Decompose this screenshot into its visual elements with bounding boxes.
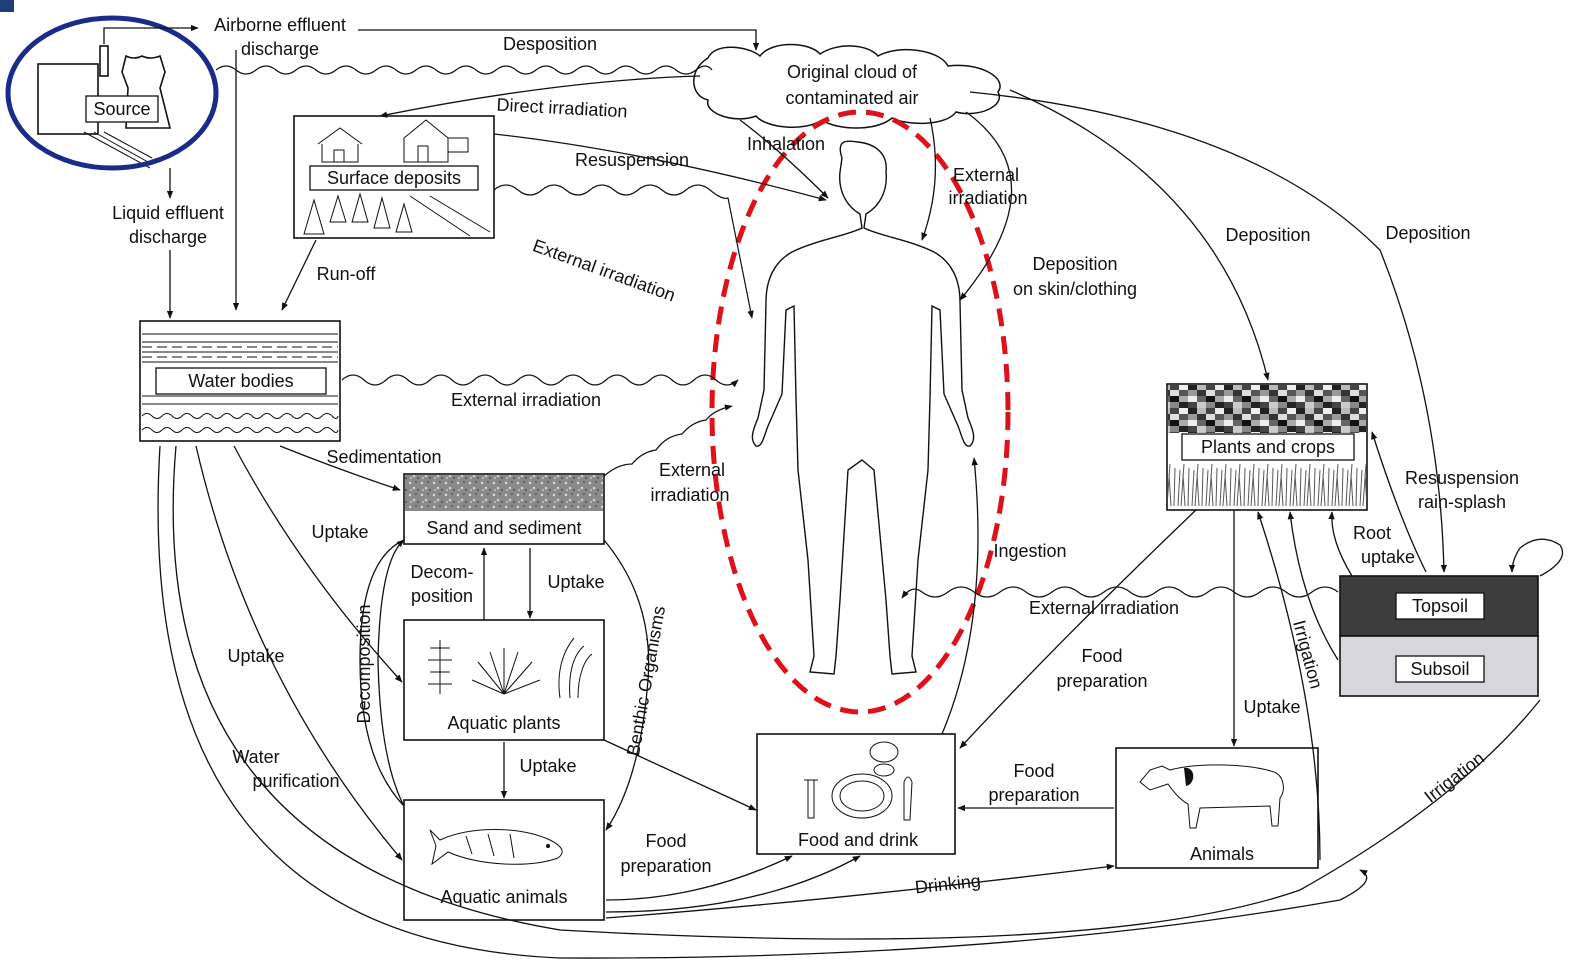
stack-shape — [100, 46, 108, 76]
label-liquid-1: Liquid effluent — [112, 203, 224, 223]
label-resusp-rain-1: Resuspension — [1405, 468, 1519, 488]
label-benthic: Benthic Organisms — [623, 604, 669, 757]
label-desposition: Desposition — [503, 34, 597, 54]
label-ext-irr-cloud-2: irradiation — [948, 188, 1027, 208]
label-uptake-water-left: Uptake — [227, 646, 284, 666]
label-irrigation-bottom: Irrigation — [1421, 748, 1488, 807]
corner-mark — [0, 0, 14, 12]
water-bodies-node: Water bodies — [140, 321, 340, 441]
plants-crops-node: Plants and crops — [1167, 384, 1367, 510]
source-label: Source — [93, 99, 150, 119]
label-deposition-skin-2: on skin/clothing — [1013, 279, 1137, 299]
label-airborne-2: discharge — [241, 39, 319, 59]
label-food-prep-crops-2: preparation — [1056, 671, 1147, 691]
label-food-prep-aq-2: preparation — [620, 856, 711, 876]
label-liquid-2: discharge — [129, 227, 207, 247]
water-bodies-label: Water bodies — [188, 371, 293, 391]
surface-deposits-node: Surface deposits — [294, 116, 494, 238]
label-decom-2: position — [411, 586, 473, 606]
sand-sediment-label: Sand and sediment — [426, 518, 581, 538]
label-decomposition-vertical: Decomposition — [354, 604, 374, 723]
soil-node: Topsoil Subsoil — [1340, 576, 1538, 696]
label-food-prep-crops-1: Food — [1081, 646, 1122, 666]
label-ingestion: Ingestion — [993, 541, 1066, 561]
cloud-label-2: contaminated air — [785, 88, 918, 108]
animals-node: Animals — [1116, 748, 1318, 868]
label-root-uptake-2: uptake — [1361, 547, 1415, 567]
label-external-irradiation-surface: External irradiation — [530, 235, 678, 305]
source-node: Source — [38, 46, 170, 168]
label-ext-irr-sed-1: External — [659, 460, 725, 480]
label-run-off: Run-off — [317, 264, 377, 284]
food-drink-node: Food and drink — [757, 734, 955, 854]
label-ext-irr-cloud-1: External — [953, 165, 1019, 185]
label-deposition-soil: Deposition — [1385, 223, 1470, 243]
aquatic-plants-node: Aquatic plants — [404, 620, 604, 740]
aquatic-animals-label: Aquatic animals — [440, 887, 567, 907]
label-ext-irr-sed-2: irradiation — [650, 485, 729, 505]
surface-deposits-label: Surface deposits — [327, 168, 461, 188]
label-root-uptake-1: Root — [1353, 523, 1391, 543]
label-uptake-aq: Uptake — [519, 756, 576, 776]
sand-sediment-node: Sand and sediment — [404, 474, 604, 544]
label-external-irradiation-soil: External irradiation — [1029, 598, 1179, 618]
label-food-prep-animals-1: Food — [1013, 761, 1054, 781]
plants-crops-label: Plants and crops — [1201, 437, 1335, 457]
label-sedimentation: Sedimentation — [326, 447, 441, 467]
label-uptake-plants-from-sed: Uptake — [547, 572, 604, 592]
label-water-purif-1: Water — [232, 747, 279, 767]
label-deposition-plants: Deposition — [1225, 225, 1310, 245]
label-external-irradiation-water: External irradiation — [451, 390, 601, 410]
aquatic-animals-node: Aquatic animals — [404, 800, 604, 920]
subsoil-label: Subsoil — [1410, 659, 1469, 679]
label-resusp-rain-2: rain-splash — [1418, 492, 1506, 512]
label-deposition-skin-1: Deposition — [1032, 254, 1117, 274]
label-drinking: Drinking — [914, 871, 982, 898]
label-food-prep-aq-1: Food — [645, 831, 686, 851]
food-drink-label: Food and drink — [798, 830, 919, 850]
label-direct-irradiation: Direct irradiation — [496, 95, 628, 122]
label-resuspension: Resuspension — [575, 150, 689, 170]
label-uptake-animals: Uptake — [1243, 697, 1300, 717]
label-uptake-sed: Uptake — [311, 522, 368, 542]
label-water-purif-2: purification — [252, 771, 339, 791]
animals-label: Animals — [1190, 844, 1254, 864]
aquatic-plants-label: Aquatic plants — [447, 713, 560, 733]
label-inhalation: Inhalation — [747, 134, 825, 154]
label-decom-1: Decom- — [410, 562, 473, 582]
human-figure — [752, 141, 973, 674]
topsoil-label: Topsoil — [1412, 596, 1468, 616]
cloud-label-1: Original cloud of — [787, 62, 918, 82]
label-airborne-1: Airborne effluent — [214, 15, 346, 35]
label-food-prep-animals-2: preparation — [988, 785, 1079, 805]
